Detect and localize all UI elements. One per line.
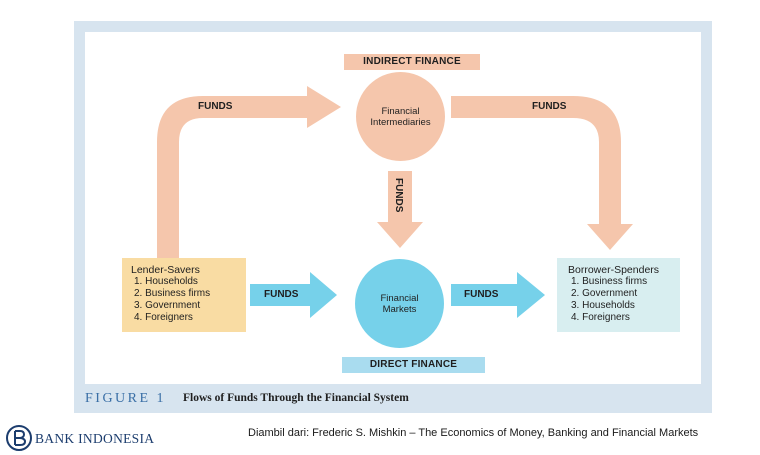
- bank-indonesia-logo-icon: [6, 425, 32, 451]
- lender-item: 1. Households: [134, 276, 198, 287]
- intermediaries-label-line1: Financial: [381, 105, 420, 117]
- diagram-canvas: INDIRECT FINANCE Financial Intermediarie…: [85, 32, 701, 384]
- lender-item: 2. Business firms: [134, 288, 211, 299]
- arrow-lender-to-markets: [250, 272, 337, 318]
- source-citation: Diambil dari: Frederic S. Mishkin – The …: [248, 427, 699, 439]
- lender-item: 3. Government: [134, 300, 201, 311]
- flow-arrows: [157, 86, 633, 318]
- lender-savers-title: Lender-Savers: [131, 264, 200, 276]
- bank-indonesia-wordmark: BANK INDONESIA: [35, 431, 155, 446]
- funds-label-intermediaries-to-markets: FUNDS: [393, 178, 404, 213]
- direct-finance-label: DIRECT FINANCE: [342, 357, 485, 373]
- financial-markets-node: Financial Markets: [355, 259, 444, 348]
- borrower-spenders-title: Borrower-Spenders: [568, 264, 660, 276]
- borrower-item: 4. Foreigners: [571, 312, 630, 323]
- funds-label-markets-to-borrower: FUNDS: [464, 289, 499, 300]
- figure-frame: INDIRECT FINANCE Financial Intermediarie…: [74, 21, 712, 413]
- markets-label-line1: Financial: [380, 292, 419, 304]
- markets-label-line2: Markets: [382, 303, 417, 315]
- intermediaries-label-line2: Intermediaries: [370, 116, 431, 128]
- figure-caption: Flows of Funds Through the Financial Sys…: [183, 392, 409, 404]
- funds-label-lender-to-markets: FUNDS: [264, 289, 299, 300]
- borrower-item: 1. Business firms: [571, 276, 648, 287]
- arrow-lender-to-intermediaries: [157, 86, 341, 258]
- funds-label-lender-to-intermediaries: FUNDS: [198, 101, 233, 112]
- funds-label-intermediaries-to-borrower: FUNDS: [532, 101, 567, 112]
- arrow-markets-to-borrower: [451, 272, 545, 318]
- indirect-finance-label: INDIRECT FINANCE: [344, 54, 480, 70]
- lender-item: 4. Foreigners: [134, 312, 193, 323]
- arrow-intermediaries-to-markets: [377, 171, 423, 248]
- arrow-intermediaries-to-borrower: [451, 96, 633, 250]
- lender-savers-box: Lender-Savers 1. Households 2. Business …: [122, 258, 246, 332]
- financial-intermediaries-node: Financial Intermediaries: [356, 72, 445, 161]
- borrower-item: 2. Government: [571, 288, 638, 299]
- figure-caption-row: FIGURE 1 Flows of Funds Through the Fina…: [74, 384, 712, 413]
- borrower-spenders-box: Borrower-Spenders 1. Business firms 2. G…: [557, 258, 680, 332]
- figure-number: FIGURE 1: [85, 391, 167, 406]
- borrower-item: 3. Households: [571, 300, 635, 311]
